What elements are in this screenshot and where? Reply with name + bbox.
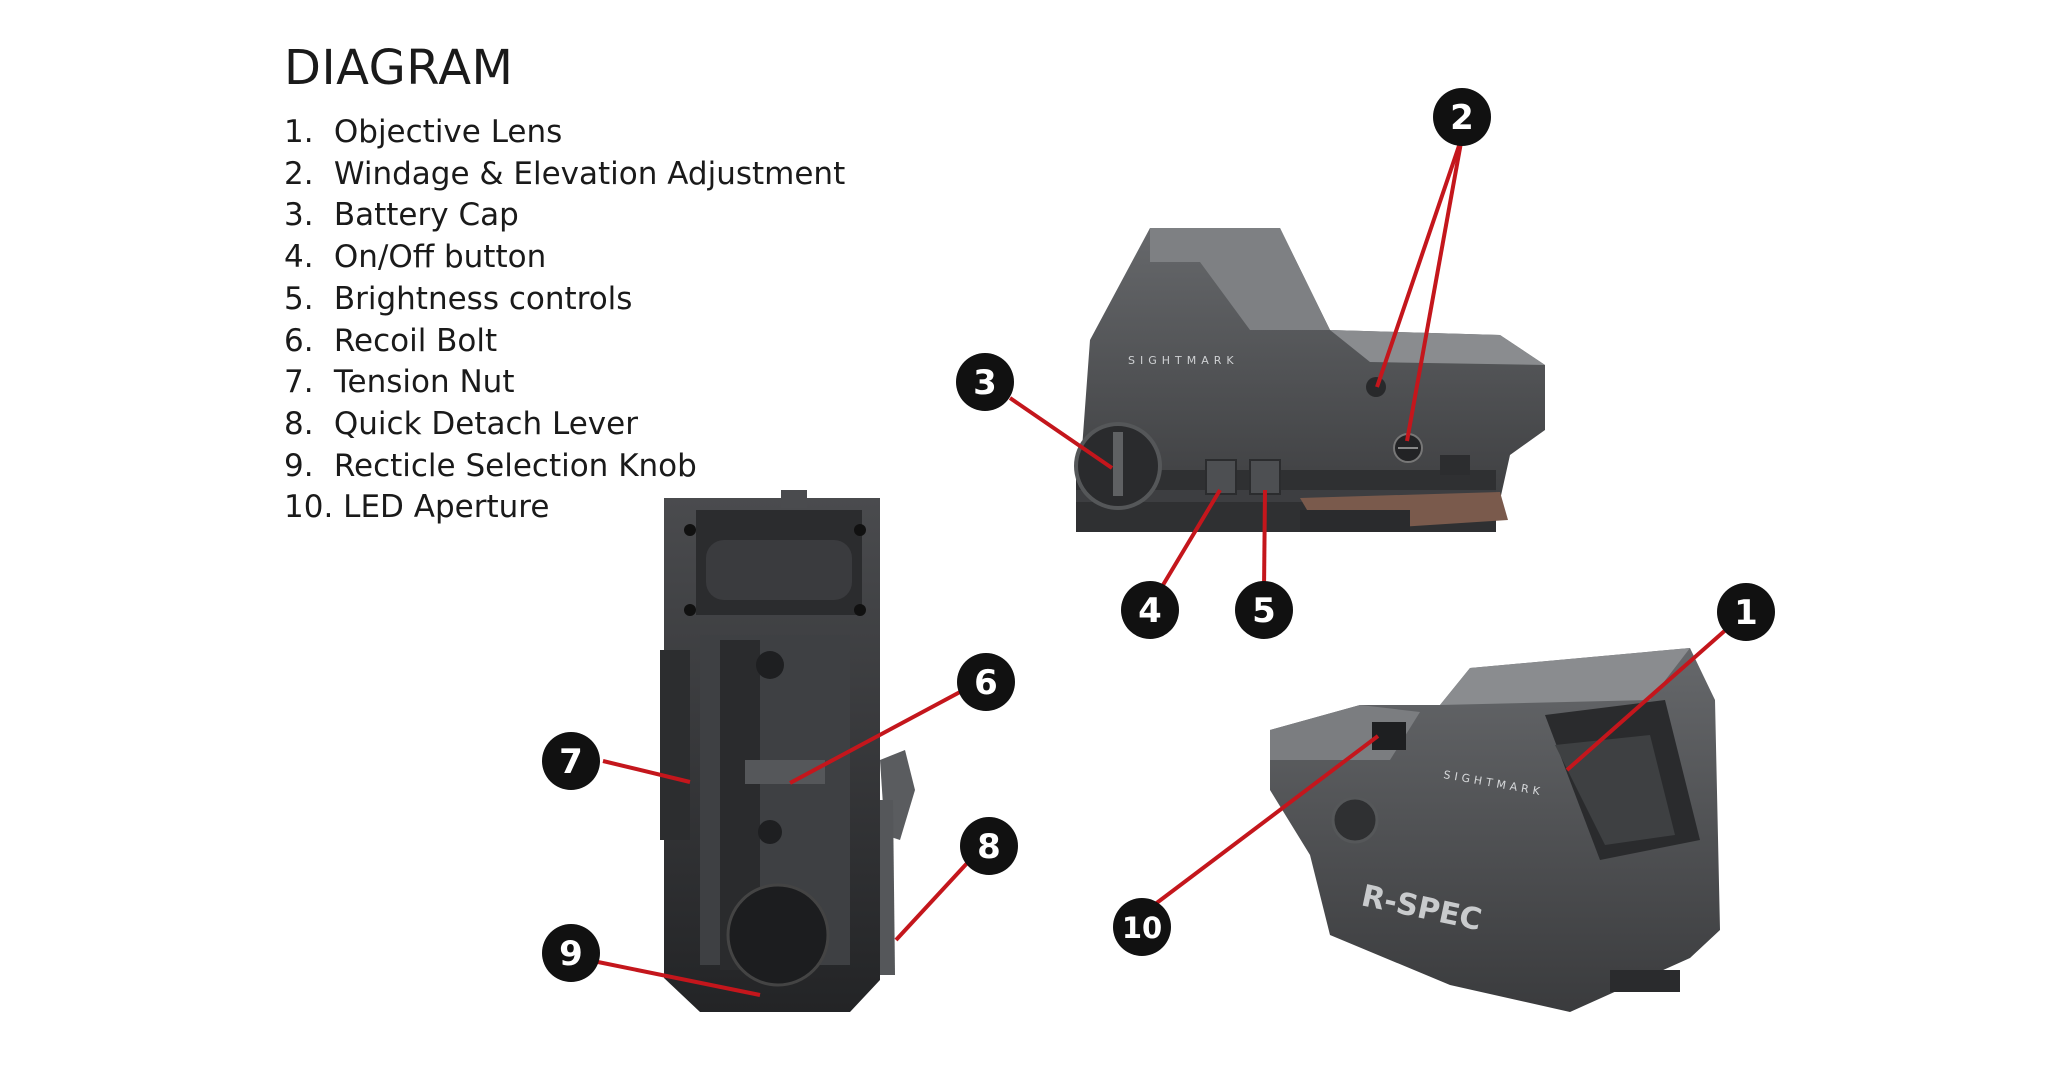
legend-item: 1. Objective Lens [284,114,563,150]
svg-text:7: 7 [559,742,583,782]
brand-mark-side: SIGHTMARK [1128,354,1239,367]
legend-item: 5. Brightness controls [284,280,633,317]
callout-badge-10: 10 [1113,898,1171,956]
leader-1 [1565,610,1748,772]
legend-list: 1. Objective Lens 2. Windage & Elevation… [284,112,845,529]
callout-badge-3: 3 [956,353,1014,411]
leader-9 [597,960,761,997]
svg-text:3: 3 [973,363,997,403]
sight-front-view: SIGHTMARK R-SPEC [1270,648,1720,1012]
leader-3 [1008,396,1114,470]
callout-badge-2: 2 [1433,88,1491,146]
leader-6 [789,690,961,785]
leader-2b [1405,136,1464,442]
leader-8 [894,858,972,942]
callout-badge-5: 5 [1235,581,1293,639]
callout-badge-7: 7 [542,732,600,790]
svg-text:1: 1 [1734,593,1758,633]
svg-text:10: 10 [1122,911,1162,945]
legend-item: 2. Windage & Elevation Adjustment [284,155,846,192]
legend-item: 3. Battery Cap [284,197,519,234]
svg-text:8: 8 [977,827,1001,867]
sight-side-view: SIGHTMARK [1074,228,1545,532]
svg-text:6: 6 [974,663,998,703]
legend-item: 6. Recoil Bolt [284,322,498,359]
sight-bottom-view [660,490,915,1012]
legend-item: 4. On/Off button [284,239,547,276]
callout-badge-8: 8 [960,817,1018,875]
leader-10 [1148,734,1380,910]
callout-badges: 1 2 3 4 5 6 7 [542,88,1775,982]
diagram-title: DIAGRAM [284,40,514,96]
leader-lines [597,136,1748,997]
svg-text:5: 5 [1252,591,1276,631]
callout-badge-4: 4 [1121,581,1179,639]
legend-item: 8. Quick Detach Lever [284,405,638,442]
callout-badge-9: 9 [542,924,600,982]
legend-item: 7. Tension Nut [284,364,515,401]
svg-text:2: 2 [1450,98,1474,138]
leader-5 [1262,489,1267,591]
leader-2a [1375,136,1464,388]
leader-7 [602,759,691,784]
callout-badge-6: 6 [957,653,1015,711]
leader-4 [1158,488,1222,592]
legend-item: 10. LED Aperture [284,489,550,526]
svg-text:4: 4 [1138,591,1162,631]
callout-badge-1: 1 [1717,583,1775,641]
svg-text:9: 9 [559,934,583,974]
legend-item: 9. Recticle Selection Knob [284,447,697,484]
